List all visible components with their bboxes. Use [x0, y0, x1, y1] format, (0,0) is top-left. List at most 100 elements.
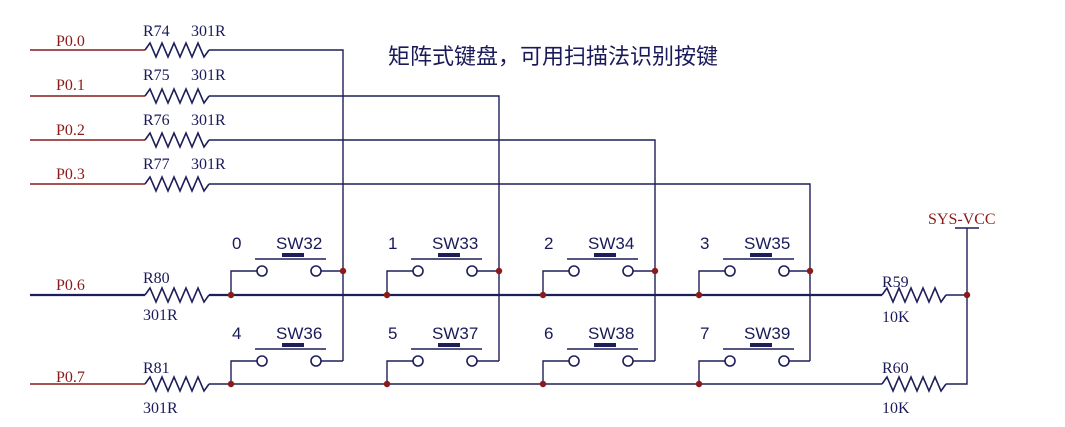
junction-dot: [339, 267, 347, 275]
res-name-r76: R76: [143, 112, 170, 129]
switch-name-sw37: SW37: [432, 324, 478, 343]
wire: [698, 270, 725, 295]
switch-sw37: 5 SW37: [383, 324, 499, 388]
switch-name-sw34: SW34: [588, 234, 634, 253]
junction-dot: [383, 380, 391, 388]
resistor-r80: [144, 285, 210, 305]
switch-cap: [750, 253, 772, 257]
res-name-r77: R77: [143, 156, 170, 173]
switch-contact: [724, 265, 736, 277]
switch-contact: [622, 355, 634, 367]
wire: [698, 360, 725, 384]
switch-contact: [412, 265, 424, 277]
switch-contact: [778, 265, 790, 277]
net-label-p00: P0.0: [56, 33, 85, 50]
wire: [386, 360, 413, 384]
resistor-r74: [144, 40, 210, 60]
switch-sw33: 1 SW33: [383, 234, 503, 299]
res-name-r74: R74: [143, 23, 170, 40]
res-value-r77: 301R: [191, 156, 226, 173]
wire: [209, 139, 656, 361]
switch-cap: [438, 253, 460, 257]
res-value-r80: 301R: [143, 307, 178, 324]
row-p03: P0.3 R77 301R: [30, 156, 811, 361]
res-name-r80: R80: [143, 270, 170, 287]
resistor-r76: [144, 130, 210, 150]
wire: [946, 228, 968, 385]
switch-contact: [412, 355, 424, 367]
key-label-7: 7: [700, 324, 709, 343]
wire: [542, 360, 569, 384]
switch-contact: [310, 355, 322, 367]
net-label-p03: P0.3: [56, 166, 85, 183]
switch-name-sw39: SW39: [744, 324, 790, 343]
switch-sw39: 7 SW39: [695, 324, 810, 388]
resistor-r59: [881, 285, 947, 305]
key-label-5: 5: [388, 324, 397, 343]
key-label-3: 3: [700, 234, 709, 253]
diagram-title: 矩阵式键盘，可用扫描法识别按键: [388, 45, 718, 70]
switch-name-sw36: SW36: [276, 324, 322, 343]
res-value-r74: 301R: [191, 23, 226, 40]
junction-dot: [651, 267, 659, 275]
junction-dot: [383, 291, 391, 299]
switch-contact: [256, 265, 268, 277]
switch-contact: [724, 355, 736, 367]
row-p01: P0.1 R75 301R: [30, 67, 500, 361]
junction-dot: [539, 380, 547, 388]
switch-contact: [622, 265, 634, 277]
key-label-0: 0: [232, 234, 241, 253]
switch-contact: [568, 355, 580, 367]
switch-name-sw35: SW35: [744, 234, 790, 253]
vcc-supply: SYS-VCC: [928, 211, 996, 299]
net-label-p06: P0.6: [56, 277, 85, 294]
wire: [386, 270, 413, 295]
junction-dot: [539, 291, 547, 299]
junction-dot: [227, 291, 235, 299]
junction-dot: [495, 267, 503, 275]
junction-dot: [695, 291, 703, 299]
wire: [542, 270, 569, 295]
switch-sw32: 0 SW32: [227, 234, 347, 299]
switch-sw36: 4 SW36: [227, 324, 343, 388]
switch-cap: [594, 343, 616, 347]
net-label-p01: P0.1: [56, 77, 85, 94]
switch-cap: [282, 343, 304, 347]
switch-contact: [466, 265, 478, 277]
switch-sw38: 6 SW38: [539, 324, 655, 388]
junction-dot: [963, 291, 971, 299]
vcc-label: SYS-VCC: [928, 211, 996, 228]
key-label-1: 1: [388, 234, 397, 253]
res-name-r81: R81: [143, 360, 170, 377]
res-value-r75: 301R: [191, 67, 226, 84]
wire: [230, 270, 257, 295]
switch-contact: [310, 265, 322, 277]
row-p00: P0.0 R74 301R: [30, 23, 344, 361]
key-label-6: 6: [544, 324, 553, 343]
res-value-r60: 10K: [882, 400, 910, 417]
net-label-p07: P0.7: [56, 369, 85, 386]
switch-contact: [466, 355, 478, 367]
switch-contact: [256, 355, 268, 367]
resistor-r81: [144, 374, 210, 394]
col-p07: P0.7 R81 301R R60 10K: [30, 228, 968, 417]
junction-dot: [227, 380, 235, 388]
res-value-r81: 301R: [143, 400, 178, 417]
res-name-r75: R75: [143, 67, 170, 84]
switch-cap: [282, 253, 304, 257]
resistor-r77: [144, 174, 210, 194]
key-label-2: 2: [544, 234, 553, 253]
junction-dot: [806, 267, 814, 275]
switch-name-sw33: SW33: [432, 234, 478, 253]
row-p02: P0.2 R76 301R: [30, 112, 656, 361]
wire: [209, 95, 500, 361]
res-name-r60: R60: [882, 360, 909, 377]
junction-dot: [695, 380, 703, 388]
key-label-4: 4: [232, 324, 241, 343]
switch-cap: [750, 343, 772, 347]
switch-cap: [594, 253, 616, 257]
res-value-r76: 301R: [191, 112, 226, 129]
switch-contact: [568, 265, 580, 277]
resistor-r75: [144, 86, 210, 106]
